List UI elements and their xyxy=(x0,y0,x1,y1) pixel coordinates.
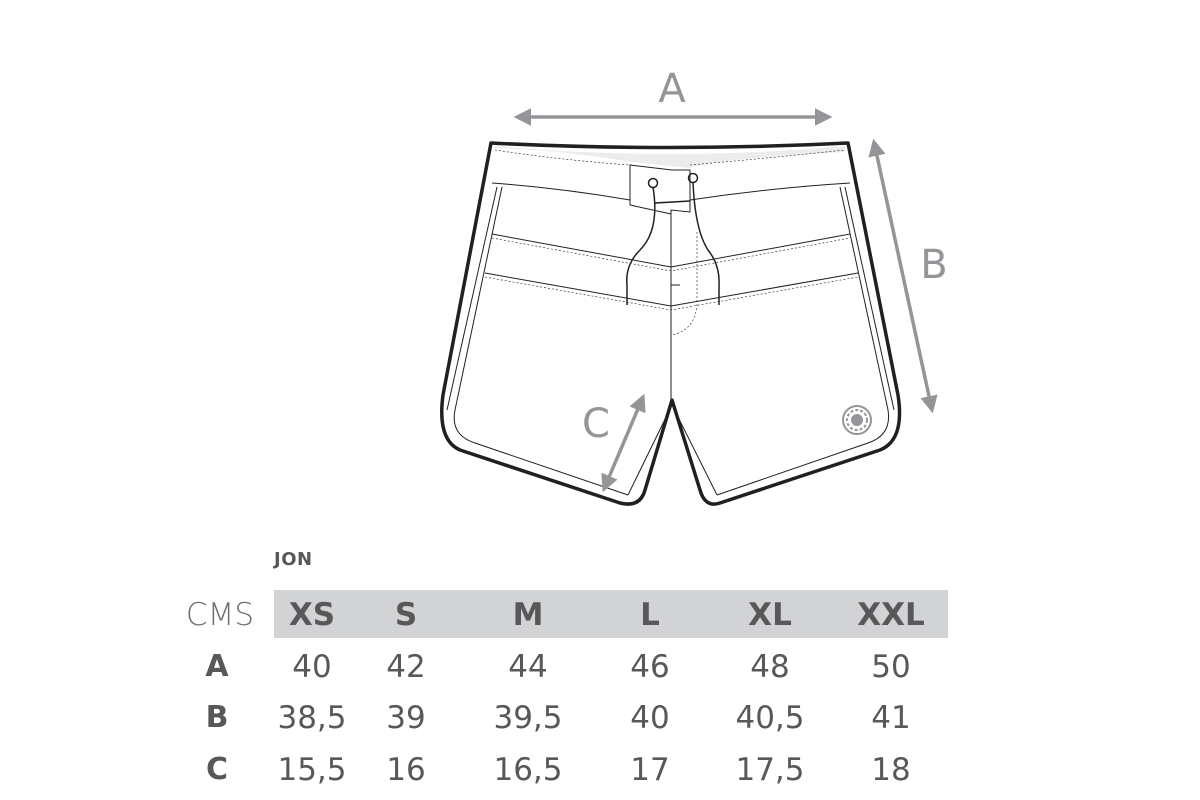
row-label-b: B xyxy=(205,700,229,735)
cell: 40 xyxy=(630,700,670,736)
shorts-illustration xyxy=(440,141,902,506)
dimension-arrows xyxy=(513,108,938,493)
row-label-a: A xyxy=(205,649,229,684)
row-label-c: C xyxy=(205,752,229,787)
cell: 16 xyxy=(386,752,426,788)
cell: 39 xyxy=(386,700,426,736)
arrow-c xyxy=(601,393,646,493)
cell: 44 xyxy=(508,649,548,685)
unit-label: CMS xyxy=(185,597,254,633)
label-c: C xyxy=(582,401,610,447)
cell: 41 xyxy=(871,700,911,736)
size-l: L xyxy=(640,597,660,633)
size-s: S xyxy=(394,597,418,633)
cell: 18 xyxy=(871,752,911,788)
logo-icon xyxy=(842,405,872,435)
cell: 40 xyxy=(292,649,332,685)
shorts-diagram: A B C xyxy=(440,66,948,506)
label-b: B xyxy=(920,242,947,288)
size-xl: XL xyxy=(748,597,792,633)
cell: 17,5 xyxy=(735,752,805,788)
size-xxl: XXL xyxy=(857,597,925,633)
cell: 17 xyxy=(630,752,670,788)
size-m: M xyxy=(512,597,544,633)
model-name: JON xyxy=(274,549,313,570)
cell: 16,5 xyxy=(493,752,563,788)
label-a: A xyxy=(658,66,686,112)
cell: 38,5 xyxy=(277,700,347,736)
cell: 15,5 xyxy=(277,752,347,788)
cell: 48 xyxy=(750,649,790,685)
cell: 40,5 xyxy=(735,700,805,736)
size-header-band xyxy=(274,590,948,638)
cell: 50 xyxy=(871,649,911,685)
cell: 46 xyxy=(630,649,670,685)
cell: 39,5 xyxy=(493,700,563,736)
cell: 42 xyxy=(386,649,426,685)
arrow-b xyxy=(868,138,938,414)
size-xs: XS xyxy=(288,597,336,633)
